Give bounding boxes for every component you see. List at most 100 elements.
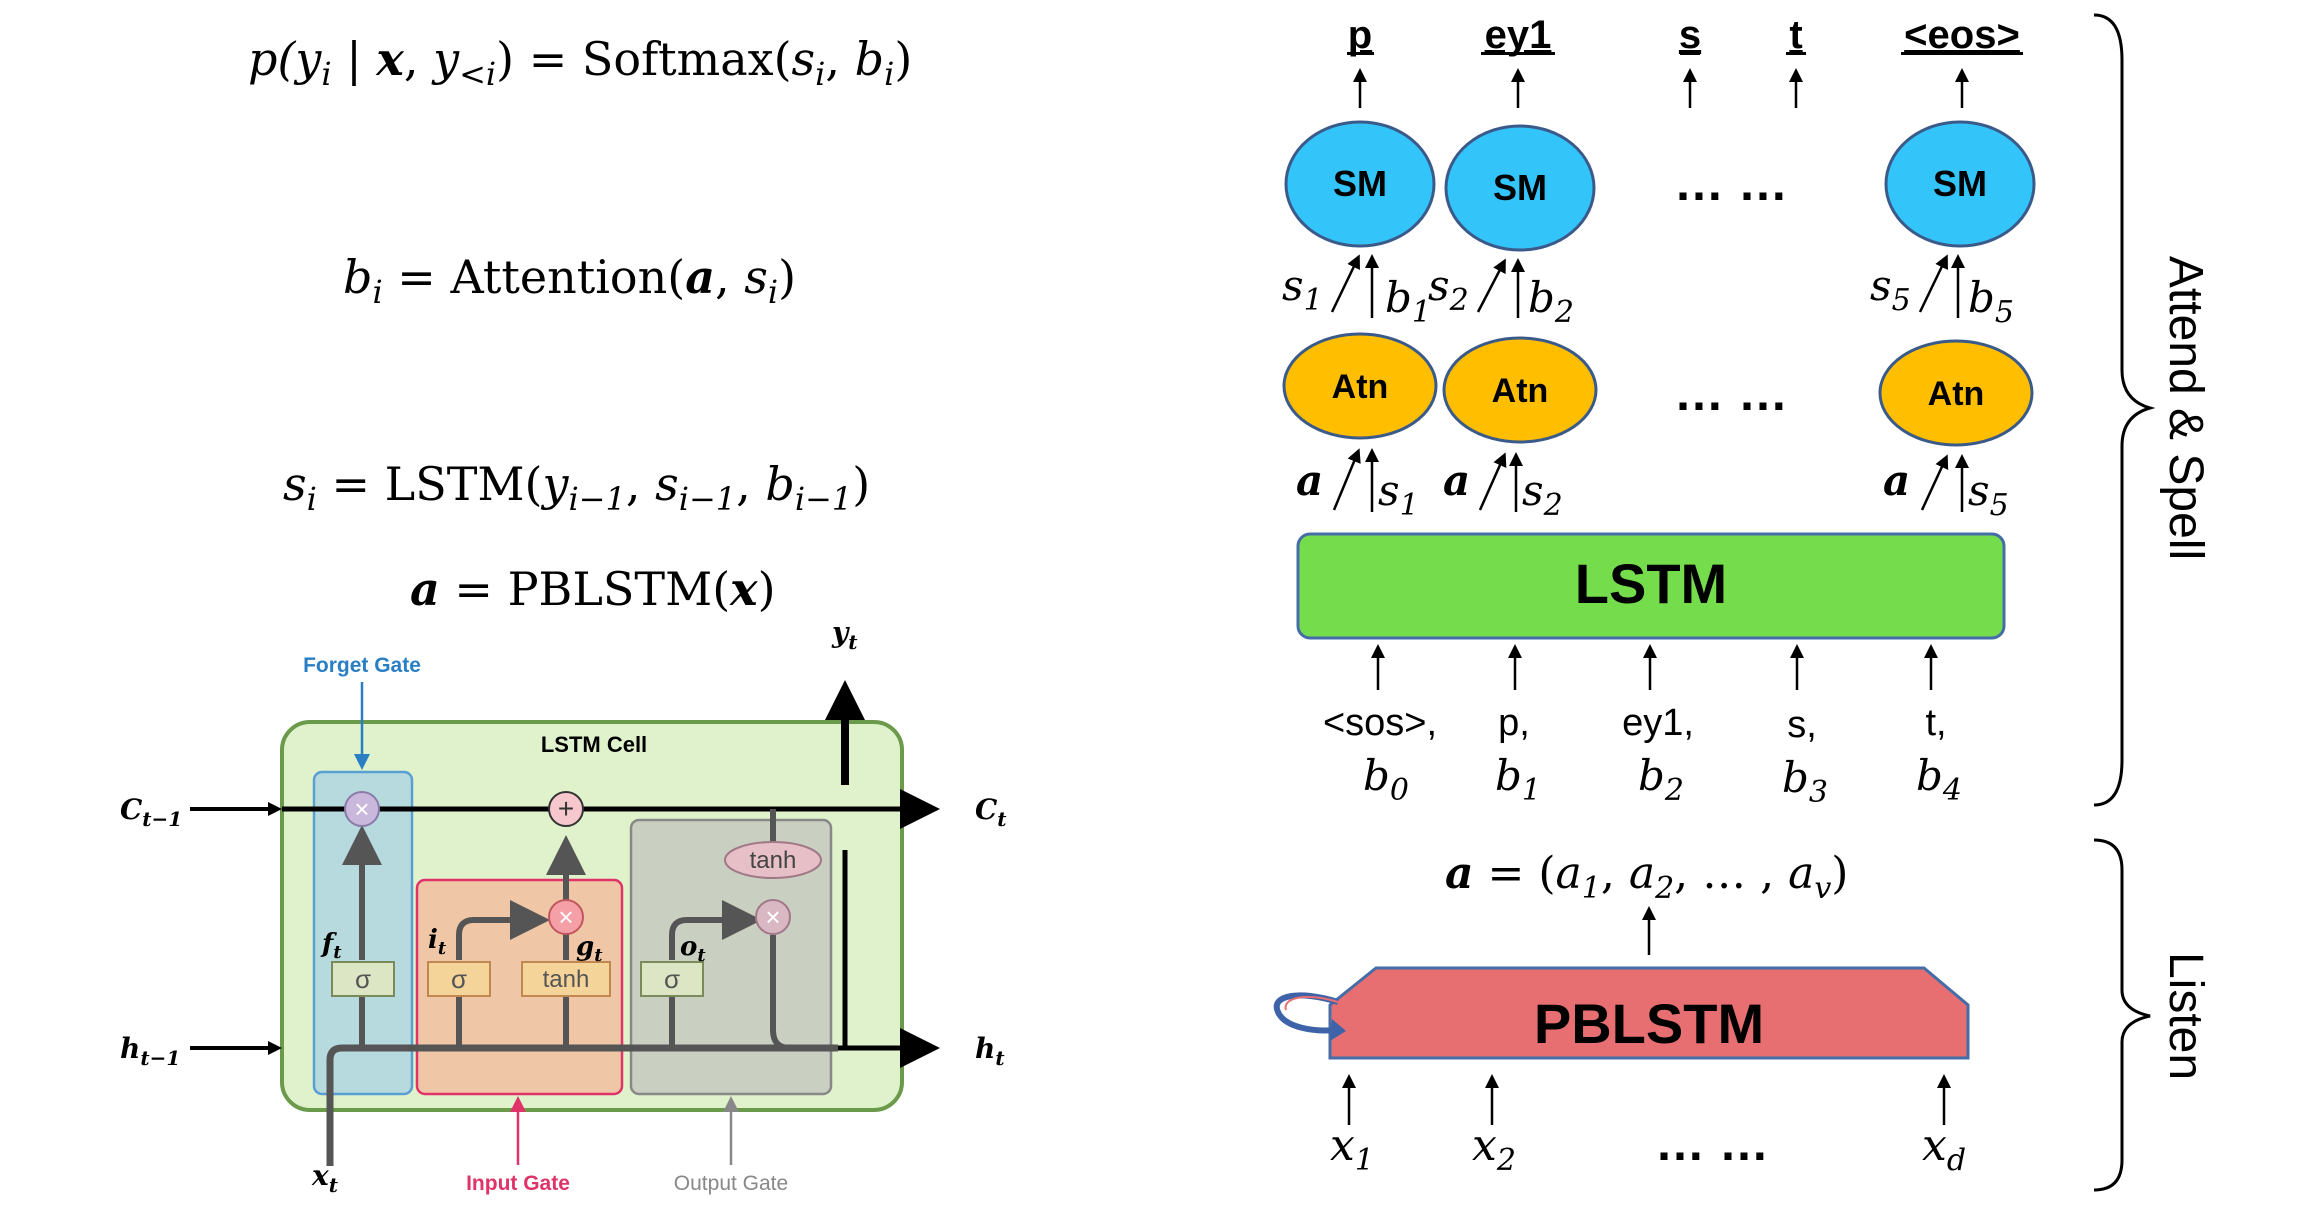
forget-sigma-box: σ — [331, 961, 395, 997]
svg-text:s5: s5 — [1968, 466, 2009, 523]
svg-text:×: × — [558, 902, 573, 932]
label-g-t: gt — [576, 932, 603, 966]
lstm-input-arrows — [1371, 644, 1938, 690]
svg-text:b5: b5 — [1968, 273, 2014, 330]
svg-text:a = PBLSTM(x): a = PBLSTM(x) — [410, 562, 776, 616]
sm-node: SM — [1284, 120, 1436, 248]
svg-text:xd: xd — [1922, 1120, 1966, 1178]
svg-text:s5: s5 — [1870, 261, 1911, 318]
equation-attention: bi = Attention(a, si) — [343, 250, 796, 311]
equation-lstm: si = LSTM(yi−1, si−1, bi−1) — [283, 457, 870, 518]
input-tanh-box: tanh — [521, 961, 611, 997]
label-x-t: xt — [311, 1159, 339, 1197]
svg-text:p(yi | x, y<i) = Softmax(si, b: p(yi | x, y<i) = Softmax(si, bi) — [248, 32, 912, 93]
svg-text:s1: s1 — [1282, 261, 1323, 318]
output-gate-label: Output Gate — [674, 1172, 788, 1195]
sm-node: SM — [1884, 120, 2036, 248]
svg-text:SM: SM — [1493, 167, 1547, 208]
label-f-t: ft — [320, 929, 342, 963]
svg-text:a: a — [1883, 456, 1910, 505]
svg-text:PBLSTM: PBLSTM — [1534, 992, 1764, 1055]
svg-text:p,: p, — [1498, 702, 1530, 744]
sm-input-labels: s1 b1 s2 b2 s5 b5 — [1282, 261, 2014, 330]
svg-text:Atn: Atn — [1928, 375, 1985, 413]
lstm-cell-title: LSTM Cell — [541, 732, 647, 757]
svg-text:tanh: tanh — [750, 847, 797, 874]
sm-input-arrows — [1330, 254, 1965, 318]
recurrent-loop-icon — [1273, 992, 1346, 1041]
label-i-t: it — [428, 925, 447, 959]
svg-text:<sos>,: <sos>, — [1323, 702, 1437, 744]
svg-text:a = (a1, a2, … , av): a = (a1, a2, … , av) — [1445, 848, 1848, 906]
atn-input-labels: a s1 a s2 a s5 — [1296, 456, 2009, 523]
svg-text:σ: σ — [451, 964, 467, 994]
svg-text:s2: s2 — [1522, 466, 1563, 523]
output-token: <eos> — [1904, 13, 2020, 57]
label-h-next: ht — [975, 1032, 1005, 1070]
pblstm-input-labels: x1 x2 xd — [1330, 1120, 1966, 1178]
output-gate-region — [629, 818, 833, 1096]
svg-text:+: + — [558, 793, 574, 824]
svg-text:σ: σ — [355, 964, 371, 994]
atn-node: Atn — [1442, 336, 1598, 444]
sm-ellipsis: … … — [1674, 155, 1788, 211]
input-gate-label: Input Gate — [466, 1172, 570, 1195]
svg-text:b3: b3 — [1782, 753, 1828, 810]
output-multiply-op: × — [755, 899, 791, 935]
svg-text:SM: SM — [1933, 163, 1987, 204]
svg-text:b4: b4 — [1916, 751, 1962, 808]
brace-listen: Listen — [2093, 838, 2212, 1192]
svg-text:si = LSTM(yi−1, si−1, bi−1): si = LSTM(yi−1, si−1, bi−1) — [283, 457, 870, 518]
svg-text:t,: t, — [1925, 702, 1946, 744]
output-tanh-op: tanh — [724, 841, 822, 879]
brace-attend-spell: Attend & Spell — [2093, 13, 2212, 807]
svg-text:b2: b2 — [1638, 751, 1684, 808]
input-sigma-box: σ — [427, 961, 491, 997]
label-y-t: yt — [831, 616, 858, 654]
output-token: t — [1789, 13, 1802, 57]
label-h-prev: ht−1 — [120, 1032, 180, 1070]
pblstm-block: PBLSTM — [1328, 966, 1970, 1060]
svg-text:SM: SM — [1333, 163, 1387, 204]
equation-pblstm: a = PBLSTM(x) — [410, 562, 776, 616]
atn-node: Atn — [1282, 332, 1438, 440]
svg-text:b1: b1 — [1495, 751, 1541, 808]
svg-text:tanh: tanh — [543, 966, 590, 993]
svg-text:×: × — [354, 794, 369, 824]
svg-text:×: × — [765, 902, 780, 932]
output-tokens: p ey1 s t <eos> — [1347, 13, 2023, 57]
svg-text:LSTM: LSTM — [1575, 552, 1727, 615]
svg-text:b2: b2 — [1528, 273, 1574, 330]
forget-multiply-op: × — [344, 791, 380, 827]
svg-text:s1: s1 — [1378, 466, 1419, 523]
a-vector-equation: a = (a1, a2, … , av) — [1445, 848, 1848, 906]
sm-output-arrows — [1353, 68, 1969, 108]
lstm-cell-illustration: LSTM Cell Forget Gate Input Gate Output … — [120, 616, 1007, 1197]
svg-text:σ: σ — [664, 964, 680, 994]
svg-text:Atn: Atn — [1332, 368, 1389, 406]
forget-gate-label: Forget Gate — [303, 654, 421, 677]
atn-input-arrows — [1332, 448, 1969, 512]
label-c-prev: Ct−1 — [120, 793, 182, 831]
listen-label: Listen — [2159, 952, 2212, 1080]
svg-text:bi = Attention(a, si): bi = Attention(a, si) — [343, 250, 796, 311]
output-token: ey1 — [1485, 13, 1552, 57]
svg-text:x2: x2 — [1472, 1120, 1516, 1178]
pblstm-ellipsis: … … — [1655, 1115, 1769, 1171]
svg-text:ey1,: ey1, — [1622, 702, 1694, 744]
svg-text:b0: b0 — [1363, 751, 1409, 808]
svg-text:Atn: Atn — [1492, 372, 1549, 410]
svg-text:a: a — [1443, 456, 1470, 505]
output-token: p — [1348, 13, 1372, 57]
svg-text:b1: b1 — [1385, 273, 1431, 330]
pblstm-input-arrows — [1342, 1074, 1951, 1125]
atn-ellipsis: … … — [1674, 365, 1788, 421]
svg-text:a: a — [1296, 456, 1323, 505]
cell-add-op: + — [548, 791, 584, 827]
lstm-block: LSTM — [1296, 532, 2006, 640]
attend-spell-label: Attend & Spell — [2159, 256, 2212, 560]
output-token: s — [1679, 13, 1701, 57]
las-diagram: p ey1 s t <eos> SM SM SM … … s1 b1 s2 b2… — [1273, 13, 2212, 1192]
sm-node: SM — [1444, 124, 1596, 252]
